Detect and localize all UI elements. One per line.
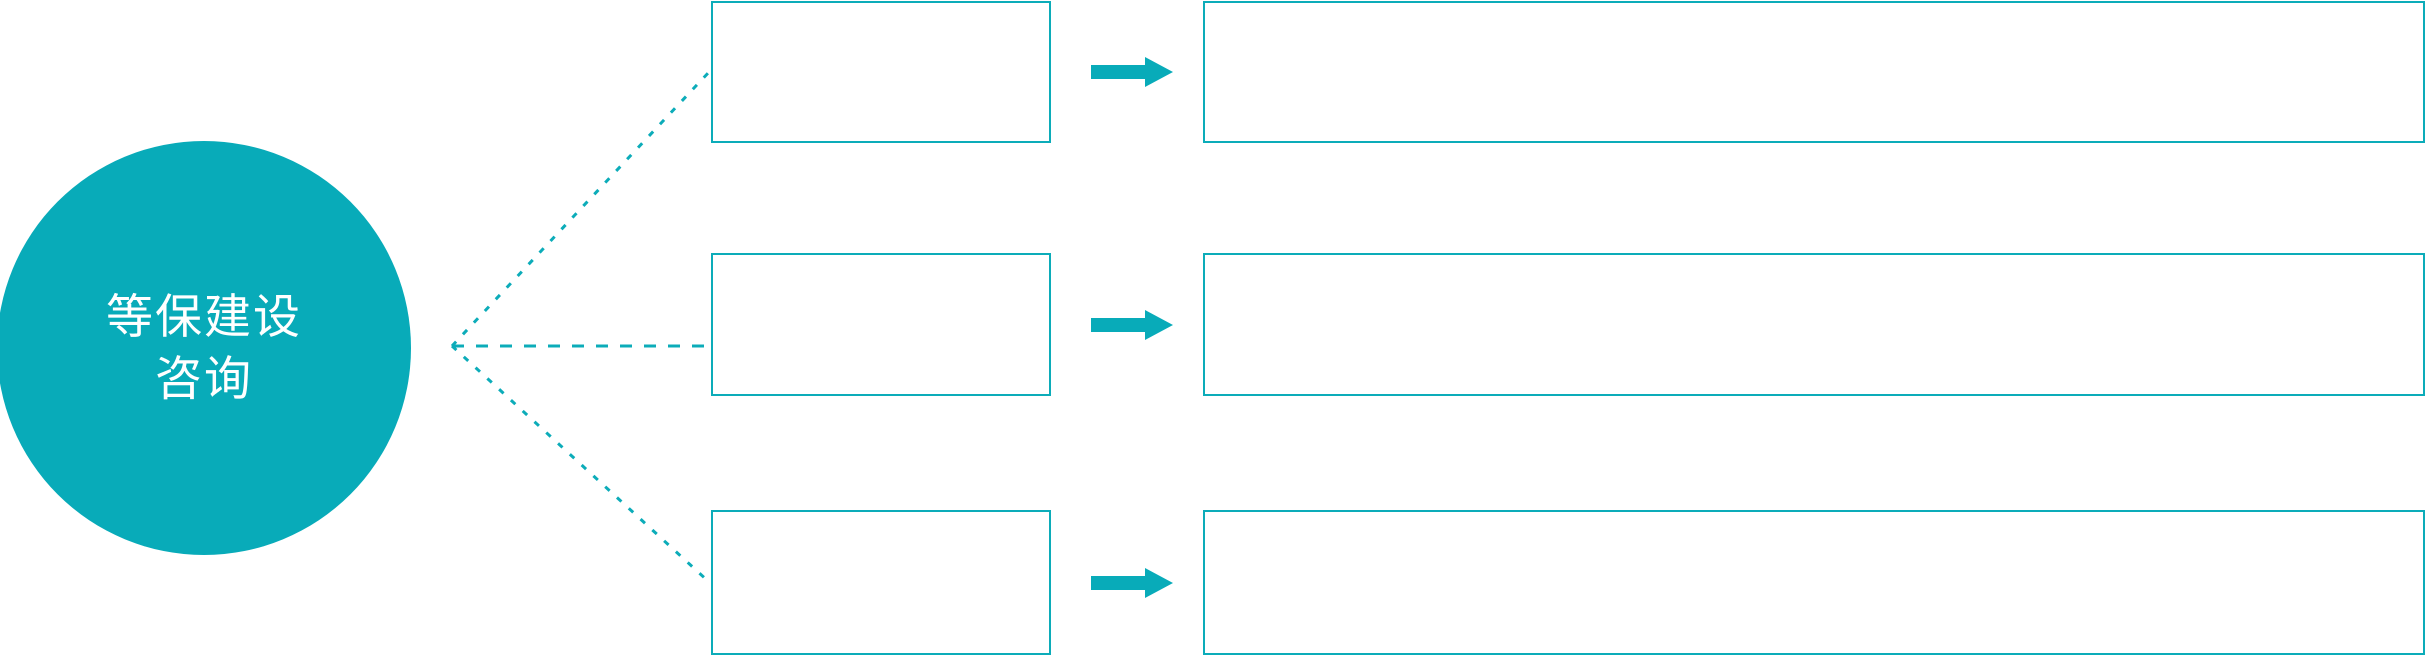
row-1-big-box[interactable] [1203,1,2425,143]
row-1-small-box-text [713,3,1049,23]
row-2-small-box[interactable] [711,253,1051,396]
connector-line-row-1 [450,70,711,348]
hub-label-line-2: 咨询 [155,352,253,405]
hub-label-line-1: 等保建设 [106,289,302,343]
row-3-small-box[interactable] [711,510,1051,655]
row-2-small-box-text [713,255,1049,275]
row-2-big-box-text [1205,255,2423,275]
hub-circle[interactable]: 等保建设 咨询 [0,141,411,555]
arrow-right-icon [1091,57,1173,87]
row-1-small-box[interactable] [711,1,1051,143]
arrow-right-icon [1091,568,1173,598]
row-3-small-box-text [713,512,1049,532]
arrow-right-icon [1091,310,1173,340]
row-1-big-box-text [1205,3,2423,23]
row-2-big-box[interactable] [1203,253,2425,396]
row-3-big-box[interactable] [1203,510,2425,655]
connector-line-row-3 [450,344,711,584]
row-3-big-box-text [1205,512,2423,532]
